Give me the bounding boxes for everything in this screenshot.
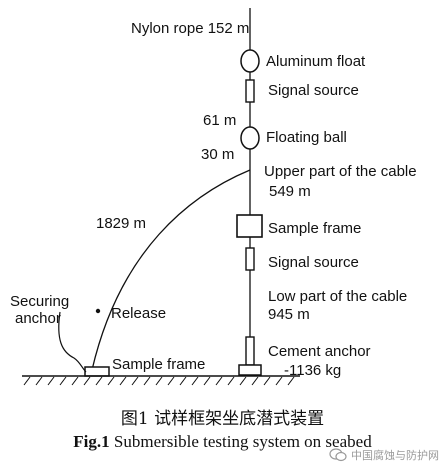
label-floating-ball: Floating ball bbox=[266, 129, 347, 146]
label-sample-frame-right: Sample frame bbox=[268, 220, 362, 237]
release-point bbox=[95, 308, 101, 314]
aluminum-float bbox=[240, 49, 260, 73]
sample-frame-right-box bbox=[236, 214, 263, 238]
label-securing: Securing bbox=[10, 293, 70, 310]
label-low-cable: Low part of the cable bbox=[268, 288, 408, 305]
curved-cable-1829 bbox=[91, 169, 251, 371]
label-sample-frame-left: Sample frame bbox=[112, 356, 206, 373]
watermark: 中国腐蚀与防护网 bbox=[329, 447, 439, 463]
cement-anchor-body bbox=[245, 336, 255, 366]
label-61m: 61 m bbox=[203, 112, 237, 129]
label-signal-source-bottom: Signal source bbox=[268, 254, 359, 271]
figure-number: Fig.1 bbox=[73, 432, 110, 451]
signal-source-top-box bbox=[245, 79, 255, 103]
label-30m: 30 m bbox=[201, 146, 235, 163]
seabed-hatching bbox=[23, 376, 295, 386]
label-nylon-rope: Nylon rope 152 m bbox=[131, 20, 250, 37]
figure-caption-english: Fig.1 Submersible testing system on seab… bbox=[0, 432, 445, 452]
label-upper-cable-length: 549 m bbox=[269, 183, 311, 200]
label-low-cable-length: 945 m bbox=[268, 306, 310, 323]
label-anchor: anchor bbox=[15, 310, 61, 327]
watermark-text: 中国腐蚀与防护网 bbox=[351, 449, 439, 462]
label-aluminum-float: Aluminum float bbox=[266, 53, 366, 70]
wechat-icon bbox=[329, 448, 347, 462]
label-cement-anchor-weight: -1136 kg bbox=[284, 362, 342, 379]
label-1829m: 1829 m bbox=[96, 215, 147, 232]
sample-frame-left-box bbox=[84, 366, 110, 377]
label-upper-cable: Upper part of the cable bbox=[264, 163, 417, 180]
signal-source-bottom-box bbox=[245, 247, 255, 271]
figure-title: Submersible testing system on seabed bbox=[113, 432, 372, 451]
figure-caption-chinese: 图1 试样框架坐底潜式装置 bbox=[120, 409, 325, 429]
label-release: Release bbox=[111, 305, 167, 322]
label-cement-anchor: Cement anchor bbox=[268, 343, 371, 360]
cement-anchor-base bbox=[238, 364, 262, 376]
floating-ball bbox=[240, 126, 260, 150]
label-signal-source-top: Signal source bbox=[268, 82, 359, 99]
securing-anchor-rope bbox=[58, 311, 87, 373]
